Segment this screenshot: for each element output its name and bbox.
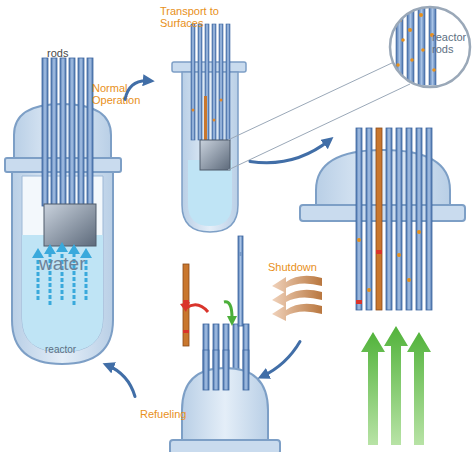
stage-group: Shutdown <box>300 140 465 450</box>
cycle-arrow <box>262 342 300 377</box>
stage-title: Transport to Surfaces <box>160 5 255 29</box>
circle-outline <box>388 5 472 89</box>
stage-group: Transport to Surfaces <box>150 5 250 235</box>
stage-group: Refueling <box>135 230 262 452</box>
part-label: water <box>39 254 109 275</box>
cycle-arrow <box>125 81 150 100</box>
stage-title: Refueling <box>140 408 200 420</box>
magnified-rods <box>390 0 470 100</box>
cycle-arrow <box>107 365 135 397</box>
stage-title: Shutdown <box>268 261 328 273</box>
stage-group: rodsNormal Operationwaterreactor <box>5 45 125 365</box>
part-label: reactor <box>45 344 95 355</box>
shutdown-vessel <box>272 128 465 445</box>
stage-title: Normal Operation <box>92 82 152 106</box>
circle-outline <box>390 7 470 87</box>
magnifier-circle: reactor rods <box>388 5 472 89</box>
cycle-arrow <box>250 140 330 163</box>
part-label: reactor rods <box>432 31 470 55</box>
refueling-vessel <box>170 236 280 452</box>
part-label: rods <box>47 47 87 59</box>
